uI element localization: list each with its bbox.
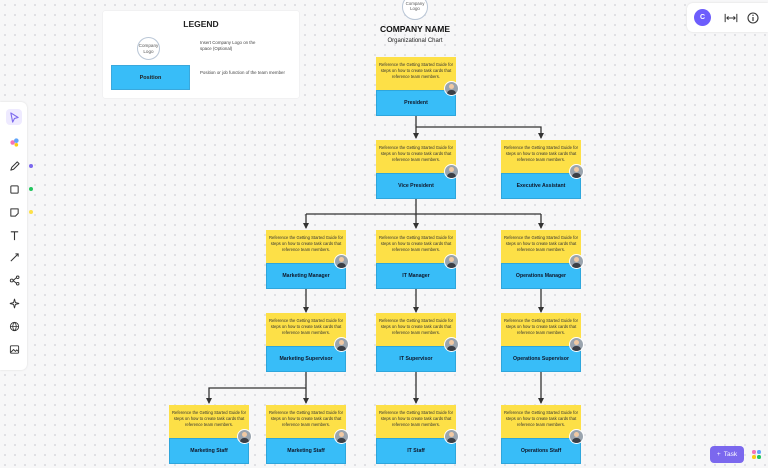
avatar	[569, 337, 584, 352]
card-role: IT Supervisor	[376, 346, 456, 372]
card-role: Operations Supervisor	[501, 346, 581, 372]
pen-color-dot	[29, 164, 33, 168]
card-note: Reference the Getting Started Guide for …	[266, 405, 346, 438]
shape-tool-icon[interactable]	[6, 181, 22, 197]
connector-tool-icon[interactable]	[6, 249, 22, 265]
card-it-manager[interactable]: Reference the Getting Started Guide for …	[376, 230, 459, 289]
image-tool-icon[interactable]	[6, 341, 22, 357]
card-executive-assistant[interactable]: Reference the Getting Started Guide for …	[501, 140, 584, 199]
card-note: Reference the Getting Started Guide for …	[376, 230, 456, 263]
avatar	[444, 337, 459, 352]
avatar	[444, 164, 459, 179]
user-avatar[interactable]: C	[694, 9, 711, 26]
magic-tool-icon[interactable]	[6, 295, 22, 311]
fit-width-icon[interactable]	[723, 11, 739, 24]
card-role: Executive Assistant	[501, 173, 581, 199]
shape-color-dot	[29, 187, 33, 191]
avatar	[444, 254, 459, 269]
card-note: Reference the Getting Started Guide for …	[376, 313, 456, 346]
apps-icon[interactable]	[752, 450, 761, 459]
card-note: Reference the Getting Started Guide for …	[501, 313, 581, 346]
card-marketing-staff-2[interactable]: Reference the Getting Started Guide for …	[266, 405, 349, 464]
avatar	[334, 337, 349, 352]
company-logo-placeholder: Company Logo	[402, 0, 428, 20]
sticky-color-dot	[29, 210, 33, 214]
legend-position-swatch: Position	[111, 65, 190, 90]
web-embed-tool-icon[interactable]	[6, 318, 22, 334]
text-tool-icon[interactable]	[6, 227, 22, 243]
card-role: Marketing Staff	[266, 438, 346, 464]
card-role: Operations Manager	[501, 263, 581, 289]
legend-panel: LEGEND Company Logo Insert Company Logo …	[103, 11, 299, 98]
card-note: Reference the Getting Started Guide for …	[501, 405, 581, 438]
card-role: Vice President	[376, 173, 456, 199]
avatar	[237, 429, 252, 444]
card-role: IT Manager	[376, 263, 456, 289]
card-role: Marketing Staff	[169, 438, 249, 464]
avatar	[334, 429, 349, 444]
card-note: Reference the Getting Started Guide for …	[376, 57, 456, 90]
left-toolbar	[0, 102, 33, 370]
card-operations-staff[interactable]: Reference the Getting Started Guide for …	[501, 405, 584, 464]
card-operations-supervisor[interactable]: Reference the Getting Started Guide for …	[501, 313, 584, 372]
card-vice-president[interactable]: Reference the Getting Started Guide for …	[376, 140, 459, 199]
avatar	[569, 254, 584, 269]
card-marketing-manager[interactable]: Reference the Getting Started Guide for …	[266, 230, 349, 289]
card-it-supervisor[interactable]: Reference the Getting Started Guide for …	[376, 313, 459, 372]
card-note: Reference the Getting Started Guide for …	[376, 140, 456, 173]
card-role: Operations Staff	[501, 438, 581, 464]
card-note: Reference the Getting Started Guide for …	[169, 405, 249, 438]
avatar	[444, 81, 459, 96]
info-icon[interactable]	[746, 11, 759, 24]
card-role: President	[376, 90, 456, 116]
ai-tool-icon[interactable]	[6, 134, 22, 150]
card-president[interactable]: Reference the Getting Started Guide for …	[376, 57, 459, 116]
card-note: Reference the Getting Started Guide for …	[501, 230, 581, 263]
chart-subtitle: Organizational Chart	[387, 38, 443, 44]
card-role: Marketing Manager	[266, 263, 346, 289]
task-button-label: Task	[723, 451, 738, 458]
add-task-button[interactable]: + Task	[710, 446, 744, 463]
plus-icon: +	[716, 451, 721, 458]
pen-tool-icon[interactable]	[6, 158, 22, 174]
legend-title: LEGEND	[183, 19, 219, 29]
legend-logo-note: Insert Company Logo on the space (Option…	[200, 40, 256, 51]
avatar	[569, 429, 584, 444]
card-note: Reference the Getting Started Guide for …	[501, 140, 581, 173]
avatar	[444, 429, 459, 444]
legend-logo-placeholder: Company Logo	[137, 37, 160, 60]
card-role: IT Staff	[376, 438, 456, 464]
card-note: Reference the Getting Started Guide for …	[266, 230, 346, 263]
card-operations-manager[interactable]: Reference the Getting Started Guide for …	[501, 230, 584, 289]
card-it-staff[interactable]: Reference the Getting Started Guide for …	[376, 405, 459, 464]
avatar	[334, 254, 349, 269]
avatar	[569, 164, 584, 179]
mindmap-tool-icon[interactable]	[6, 272, 22, 288]
top-right-controls: C	[687, 3, 768, 32]
sticky-note-tool-icon[interactable]	[6, 204, 22, 220]
select-tool-icon[interactable]	[6, 109, 22, 125]
legend-position-note: Position or job function of the team mem…	[200, 70, 285, 75]
card-note: Reference the Getting Started Guide for …	[376, 405, 456, 438]
card-marketing-staff-1[interactable]: Reference the Getting Started Guide for …	[169, 405, 252, 464]
card-marketing-supervisor[interactable]: Reference the Getting Started Guide for …	[266, 313, 349, 372]
card-note: Reference the Getting Started Guide for …	[266, 313, 346, 346]
card-role: Marketing Supervisor	[266, 346, 346, 372]
company-name: COMPANY NAME	[379, 24, 451, 34]
